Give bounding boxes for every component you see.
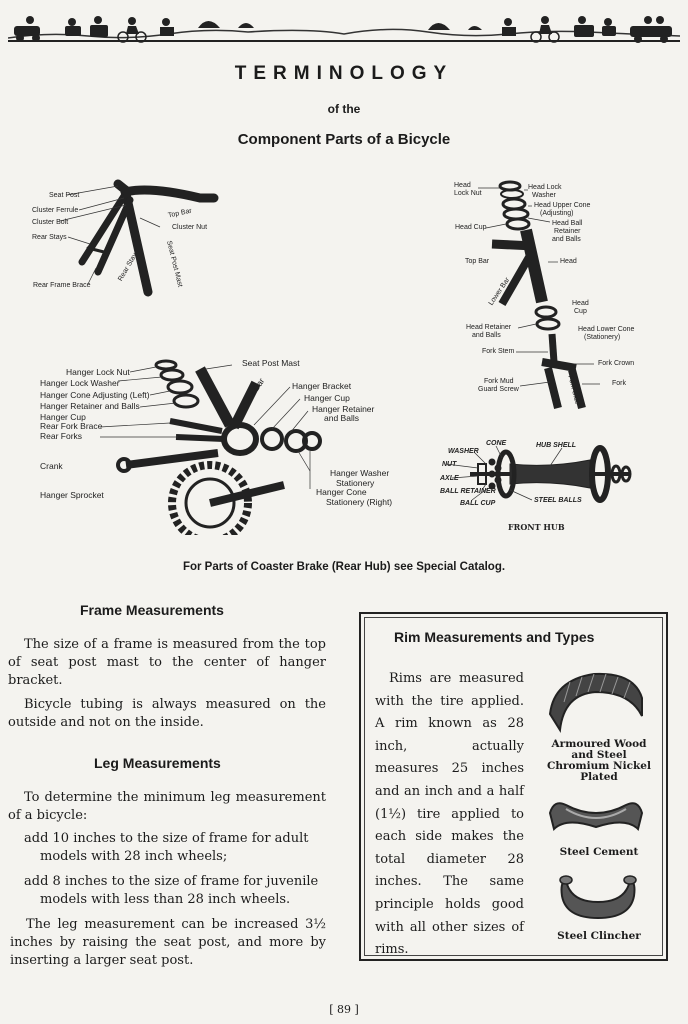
label-hanger-retainer: Hanger Retainer: [312, 404, 375, 414]
label-rear-fork-brace: Rear Fork Brace: [40, 421, 103, 431]
label-and-balls-head-2: and Balls: [472, 332, 501, 339]
page-title: TERMINOLOGY: [234, 63, 454, 84]
rim-box-inner-border: [364, 617, 663, 956]
label-hub-shell: HUB SHELL: [536, 442, 577, 449]
label-crank: Crank: [40, 461, 63, 471]
label-head-upper-cone: Head Upper Cone: [534, 202, 591, 209]
coaster-brake-note: For Parts of Coaster Brake (Rear Hub) se…: [182, 561, 506, 573]
armoured-rim-illustration: [548, 672, 643, 733]
label-ball-cup: BALL CUP: [460, 500, 496, 507]
leg-paragraph-4: The leg measurement can be increased 3½ …: [10, 917, 326, 968]
leg-paragraph-1: To determine the minimum leg measurement…: [8, 790, 326, 823]
label-retainer: Retainer: [554, 228, 581, 235]
subtitle-of-the: of the: [327, 102, 361, 116]
label-stationery-washer: Stationery: [336, 478, 375, 488]
label-head-lock: Head Lock: [528, 184, 562, 191]
label-cluster-ferrule: Cluster Ferrule: [32, 207, 79, 214]
leg-paragraph-2: add 10 inches to the size of frame for a…: [24, 831, 309, 864]
front-hub-illustration: [445, 445, 632, 503]
label-guard-screw: Guard Screw: [478, 386, 519, 393]
label-head-1: Head: [454, 182, 471, 189]
label-seat-post: Seat Post: [49, 192, 80, 199]
label-hanger-cone: Hanger Cone: [316, 487, 367, 497]
label-cluster-nut: Cluster Nut: [172, 224, 208, 231]
hanger-crank-illustration: [100, 359, 322, 535]
label-rear-stays: Rear Stays: [32, 234, 67, 241]
label-head-retainer: Head Retainer: [466, 324, 512, 331]
steel-cement-rim-illustration: [548, 802, 644, 831]
label-hanger-lock-washer: Hanger Lock Washer: [40, 378, 120, 388]
label-cluster-bolt: Cluster Bolt: [32, 219, 69, 226]
label-hanger-cup-right: Hanger Cup: [304, 393, 350, 403]
label-fork-stem: Fork Stem: [482, 348, 515, 355]
label-rear-forks: Rear Forks: [40, 431, 83, 441]
label-stationery-right: Stationery (Right): [326, 497, 393, 507]
label-fork-mud: Fork Mud: [484, 378, 514, 385]
label-adjusting: (Adjusting): [540, 210, 574, 217]
label-washer: Washer: [532, 192, 556, 199]
label-rear-frame-brace: Rear Frame Brace: [33, 282, 91, 289]
head-fork-illustration: [478, 180, 600, 410]
label-nut: NUT: [442, 461, 457, 468]
label-and-balls-head: and Balls: [552, 236, 581, 243]
label-front-hub: FRONT HUB: [508, 522, 565, 532]
rim-paragraph: Rims are measured with the tire applied.…: [375, 671, 524, 958]
frame-measurements-heading: Frame Measurements: [80, 602, 224, 618]
frame-paragraph-1: The size of a frame is measured from the…: [8, 637, 326, 688]
rim-type-armoured: Armoured Wood and Steel Chromium Nickel …: [547, 738, 651, 783]
rim-measurements-box: [359, 612, 668, 961]
label-hanger-cup-left: Hanger Cup: [40, 412, 86, 422]
label-hanger-sprocket: Hanger Sprocket: [40, 490, 104, 500]
label-and-balls-hanger: and Balls: [324, 413, 359, 423]
subtitle-component-parts: Component Parts of a Bicycle: [237, 131, 451, 148]
label-top-bar-head: Top Bar: [465, 258, 490, 265]
label-axle: AXLE: [440, 475, 459, 482]
label-cup: Cup: [574, 308, 587, 315]
label-head-lower-cone: Head Lower Cone: [578, 326, 635, 333]
label-steel-balls: STEEL BALLS: [534, 497, 582, 504]
frame-paragraph-2: Bicycle tubing is always measured on the…: [8, 697, 326, 730]
label-hanger-bracket: Hanger Bracket: [292, 381, 352, 391]
label-fork-crown: Fork Crown: [598, 360, 635, 367]
label-stationery-head: (Stationery): [584, 334, 621, 341]
label-hanger-cone-adjusting: Hanger Cone Adjusting (Left): [40, 390, 150, 400]
label-hub-washer: WASHER: [448, 448, 479, 455]
page-number: [ 89 ]: [329, 1003, 359, 1016]
leg-measurements-heading: Leg Measurements: [94, 755, 221, 771]
steel-clincher-rim-illustration: [559, 875, 637, 920]
label-head-cup: Head Cup: [455, 224, 487, 231]
label-seat-post-mast-2: Seat Post Mast: [242, 358, 300, 368]
label-cone: CONE: [486, 440, 507, 447]
label-lock-nut: Lock Nut: [454, 190, 482, 197]
label-ball-retainer: BALL RETAINER: [440, 488, 496, 495]
cyclist-banner: [8, 16, 680, 43]
rim-measurements-heading: Rim Measurements and Types: [394, 629, 595, 645]
label-hanger-retainer-balls: Hanger Retainer and Balls: [40, 401, 140, 411]
label-head-ball: Head Ball: [552, 220, 583, 227]
rim-type-steel-cement: Steel Cement: [559, 846, 639, 858]
leg-paragraph-3: add 8 inches to the size of frame for ju…: [24, 874, 319, 907]
label-hanger-washer: Hanger Washer: [330, 468, 390, 478]
label-head-3: Head: [572, 300, 589, 307]
label-fork: Fork: [612, 380, 626, 387]
label-hanger-lock-nut: Hanger Lock Nut: [66, 367, 130, 377]
frame-cluster-illustration: [59, 179, 219, 297]
label-head-2: Head: [560, 258, 577, 265]
rim-type-steel-clincher: Steel Clincher: [557, 930, 641, 942]
